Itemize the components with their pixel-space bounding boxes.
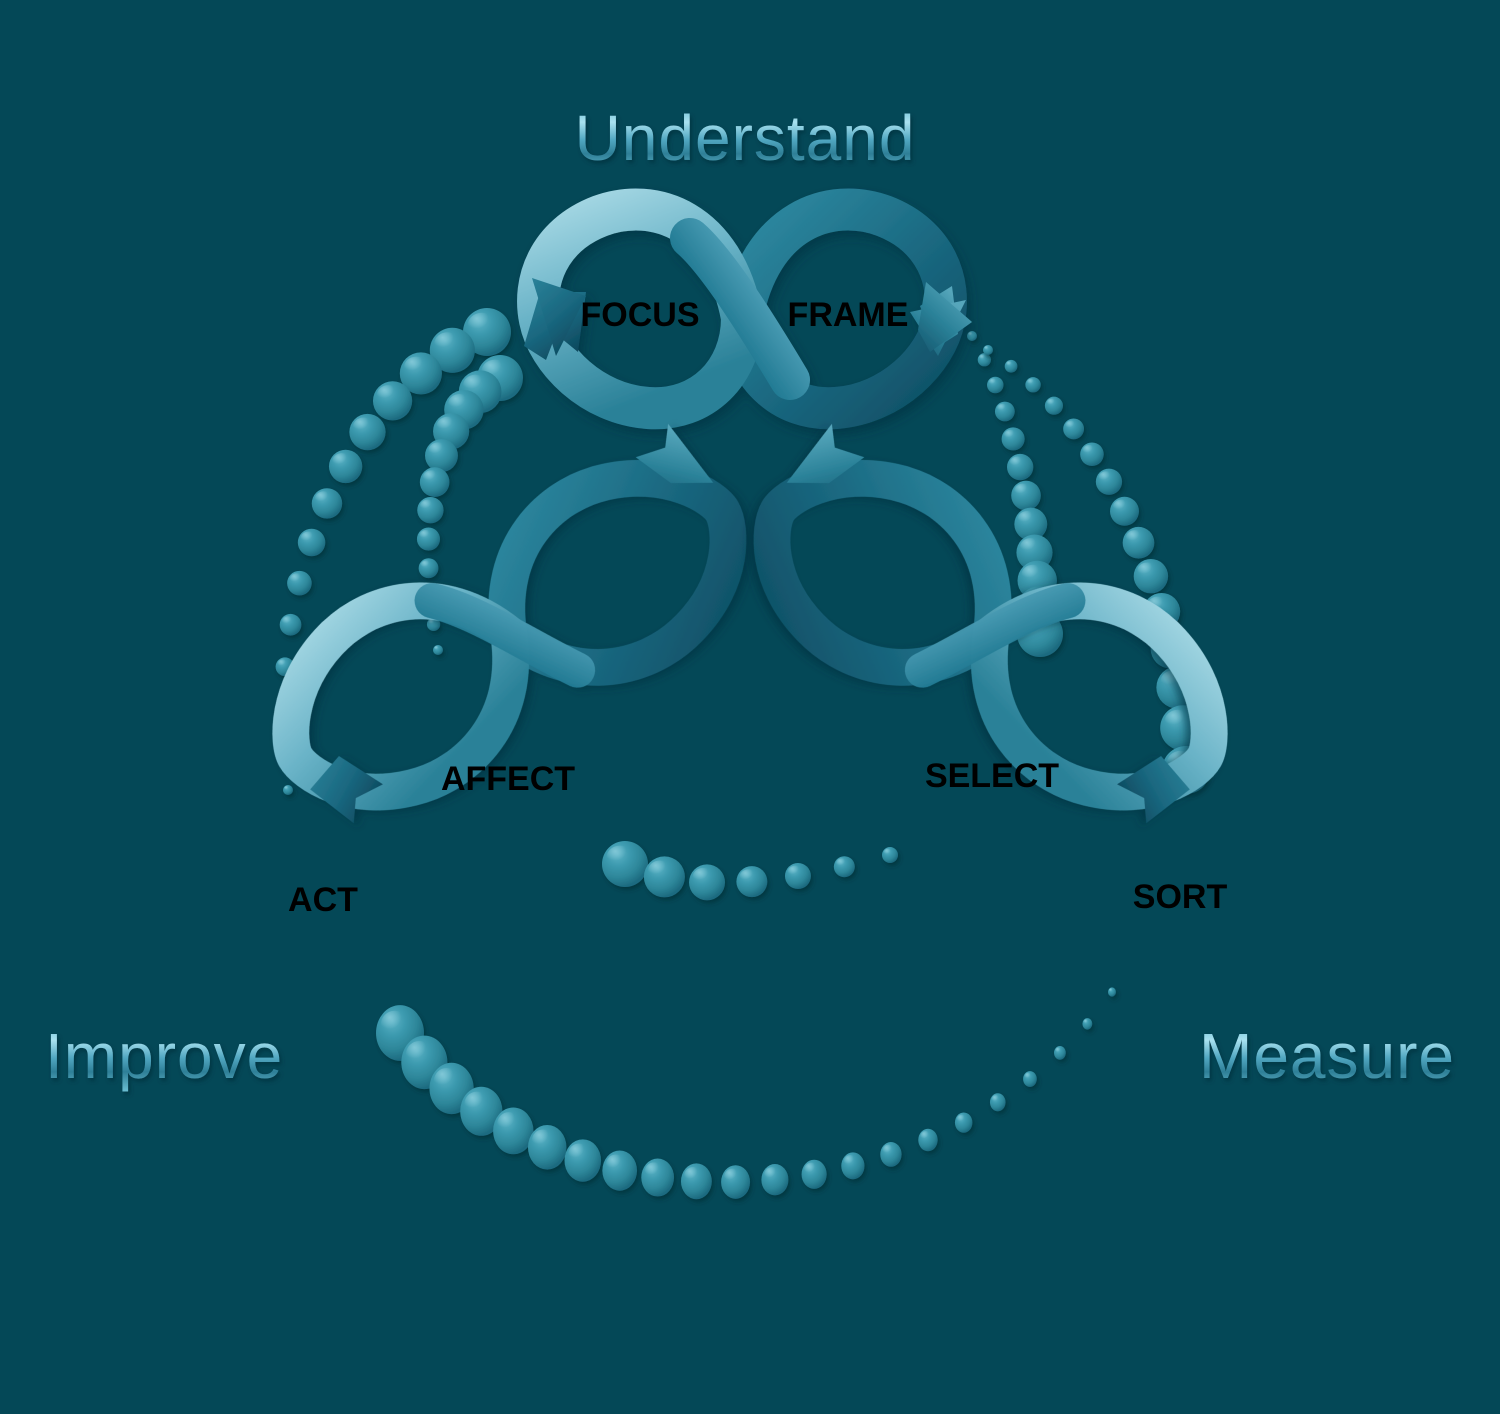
connector-bead-highlight [1164,709,1191,733]
connector-bead-highlight [1026,378,1036,387]
connector-bead-highlight [464,1091,489,1117]
connector-bead-highlight [1003,429,1018,442]
phase-label-improve: Improve [45,1020,283,1092]
bead-arc-improve-to-understand-outer [274,308,511,795]
connector-bead-highlight [332,453,352,470]
phase-label-measure: Measure [1199,1020,1455,1092]
connector-bead-highlight [352,417,375,436]
connector-bead-highlight [1112,499,1130,515]
connector-bead-highlight [277,659,289,669]
connector-bead-highlight [1020,538,1042,557]
connector-bead-highlight [420,560,433,571]
connector-bead-highlight [804,1162,819,1178]
connector-bead-highlight [1083,1019,1090,1026]
connector-bead-highlight [605,1154,626,1175]
connector-bead-highlight [1137,562,1158,580]
connector-bead-highlight [984,346,990,351]
connector-bead-highlight [300,531,317,546]
connector-bead-highlight [739,869,758,885]
connector-bead-highlight [1125,530,1145,546]
connector-bead-highlight [463,374,488,397]
connector-bead-highlight [434,646,440,651]
connector-bead-highlight [648,860,672,881]
connector-bead-highlight [314,491,333,507]
connector-bead-highlight [644,1162,664,1182]
connector-bead-highlight [1082,444,1097,457]
bead-arc-measure-to-improve [376,987,1116,1200]
connector-bead-highlight [883,848,893,857]
connector-bead-highlight [723,1168,741,1186]
connector-bead-highlight [448,393,472,414]
connector-bead-highlight [376,385,400,405]
connector-bead-highlight [428,442,448,459]
bead-arc-improve-to-understand-inner [416,355,523,655]
connector-bead-highlight [764,1167,780,1183]
connector-bead-highlight [1065,420,1078,431]
connector-bead-highlight [467,312,496,337]
node-label-act: ACT [288,881,358,919]
connector-bead-highlight [1021,564,1045,585]
connector-bead-highlight [1046,398,1058,408]
connector-bead-highlight [419,499,436,513]
connector-bead-highlight [436,416,458,435]
connector-bead-highlight [835,858,849,869]
beaded-connectors [274,308,1210,1200]
connector-bead-highlight [1017,510,1037,528]
connector-bead-highlight [289,573,304,586]
connector-bead-highlight [284,786,290,791]
connector-bead-highlight [996,403,1009,414]
phase-label-understand: Understand [575,102,916,174]
connector-bead-highlight [1055,1047,1063,1055]
infinity-improve[interactable] [241,419,772,837]
connector-bead-highlight [684,1167,702,1185]
connector-bead-highlight [404,356,429,378]
connector-bead-highlight [920,1130,932,1143]
node-label-sort: SORT [1133,878,1228,916]
node-label-focus: FOCUS [581,296,700,334]
connector-bead-highlight [568,1143,590,1165]
connector-bead-highlight [434,332,461,355]
connector-bead-highlight [956,1114,967,1125]
connector-bead-highlight [428,619,436,626]
connector-bead-highlight [692,867,714,886]
connector-bead-highlight [988,378,999,387]
infinity-understand[interactable] [517,188,972,430]
connector-bead-highlight [433,1067,460,1094]
connector-bead-highlight [531,1129,555,1152]
connector-bead-highlight [979,354,987,362]
connector-bead-highlight [1014,483,1032,499]
connector-bead-highlight [1005,361,1014,368]
connector-bead-highlight [968,332,974,337]
connector-bead-highlight [843,1155,858,1169]
connector-bead-highlight [787,865,803,879]
connector-bead-highlight [419,529,433,542]
connector-bead-highlight [405,1040,433,1068]
bead-line-affect-to-select [602,841,898,901]
connector-bead-highlight [281,616,295,627]
connector-bead-highlight [1098,471,1114,485]
node-label-frame: FRAME [788,296,909,334]
connector-bead-highlight [991,1095,1001,1105]
node-label-select: SELECT [925,757,1059,795]
connector-bead-highlight [1108,988,1114,993]
infinity-measure[interactable] [727,419,1258,837]
node-label-affect: AFFECT [441,760,575,798]
connector-bead-highlight [422,470,440,486]
connector-bead-highlight [1024,1072,1033,1081]
connector-bead-highlight [882,1144,895,1157]
connector-bead-highlight [380,1010,409,1039]
connector-bead-highlight [606,845,634,869]
connector-bead-highlight [1009,456,1025,470]
connector-bead-highlight [497,1112,521,1136]
